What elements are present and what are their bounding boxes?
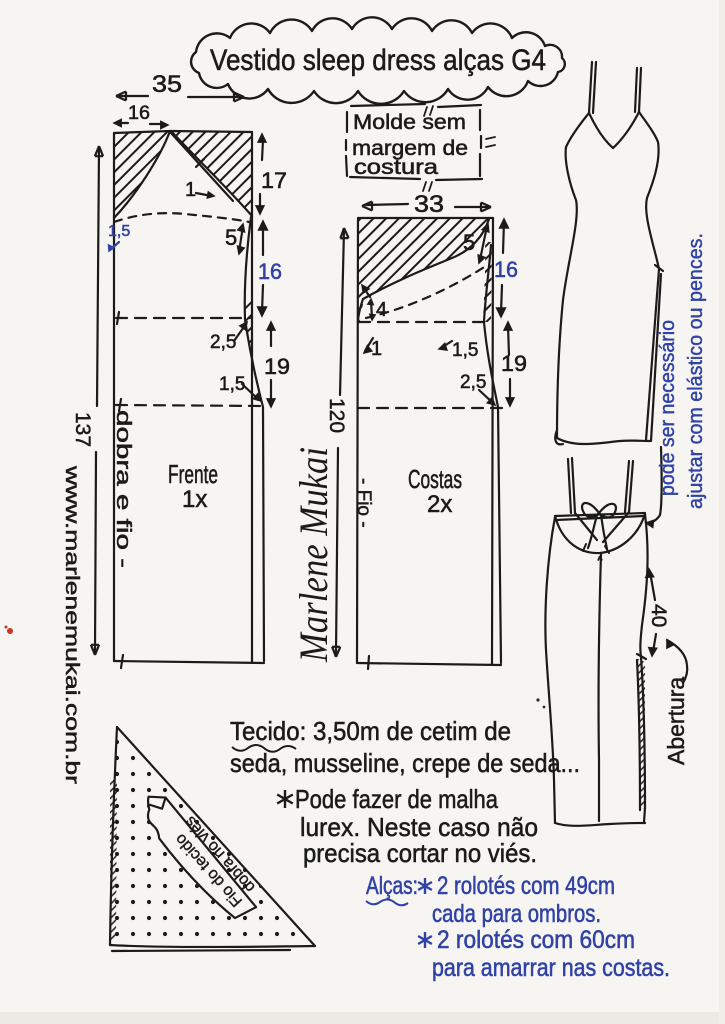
svg-text:33: 33 [414, 191, 444, 218]
svg-text:2 rolotés com 49cm: 2 rolotés com 49cm [437, 872, 615, 900]
svg-text:Tecido: 3,50m de cetim de: Tecido: 3,50m de cetim de [230, 716, 511, 746]
svg-text:costura: costura [354, 156, 438, 179]
svg-text:1,5: 1,5 [219, 374, 245, 395]
svg-text:Pode fazer de malha: Pode fazer de malha [295, 784, 498, 814]
svg-text:40: 40 [647, 604, 670, 627]
svg-text:1,5: 1,5 [452, 340, 478, 361]
svg-text:1: 1 [185, 179, 196, 201]
svg-text:Costas: Costas [408, 464, 462, 494]
svg-text:Vestido sleep dress alças G4: Vestido sleep dress alças G4 [210, 44, 546, 77]
svg-text:Abertura: Abertura [663, 677, 689, 765]
svg-text:4: 4 [376, 299, 387, 321]
svg-text:1x: 1x [182, 486, 207, 513]
svg-text:Marlene Mukai: Marlene Mukai [291, 447, 336, 663]
svg-text:Frente: Frente [168, 459, 218, 489]
svg-text:2 rolotés com 60cm: 2 rolotés com 60cm [437, 926, 635, 954]
svg-text:pode ser necessário: pode ser necessário [657, 320, 679, 496]
svg-text:120: 120 [325, 398, 348, 433]
svg-text:Alças:: Alças: [366, 872, 418, 900]
svg-text:lurex. Neste caso não: lurex. Neste caso não [300, 812, 538, 842]
svg-text:ajustar com elástico ou pences: ajustar com elástico ou pences. [685, 233, 707, 509]
svg-text:137: 137 [71, 412, 94, 447]
svg-text:2,5: 2,5 [210, 332, 236, 353]
svg-text:19: 19 [264, 354, 290, 379]
svg-text:17: 17 [261, 168, 287, 193]
svg-text:dobra e fio -: dobra e fio - [112, 410, 134, 568]
svg-text:19: 19 [501, 351, 527, 376]
svg-text:- Fio -: - Fio - [353, 478, 374, 528]
svg-text:1,5: 1,5 [108, 223, 130, 240]
svg-text:margem de: margem de [352, 137, 468, 160]
svg-text:para amarrar nas costas.: para amarrar nas costas. [432, 954, 670, 982]
svg-text:1: 1 [371, 338, 382, 360]
svg-text:Molde sem: Molde sem [353, 111, 466, 134]
svg-text:seda, musseline, crepe de seda: seda, musseline, crepe de seda... [230, 748, 580, 778]
svg-text:16: 16 [128, 103, 150, 124]
svg-text:2x: 2x [427, 491, 452, 518]
svg-text:precisa cortar no viés.: precisa cortar no viés. [303, 838, 537, 868]
svg-text:35: 35 [152, 71, 182, 98]
svg-text:5: 5 [463, 230, 475, 255]
svg-text:2,5: 2,5 [460, 372, 486, 393]
svg-text:cada para ombros.: cada para ombros. [432, 900, 601, 928]
svg-text:5: 5 [225, 225, 237, 250]
svg-text:16: 16 [258, 259, 282, 284]
svg-text:16: 16 [494, 257, 518, 282]
svg-text:www.marlenemukai.com.br: www.marlenemukai.com.br [61, 465, 83, 785]
